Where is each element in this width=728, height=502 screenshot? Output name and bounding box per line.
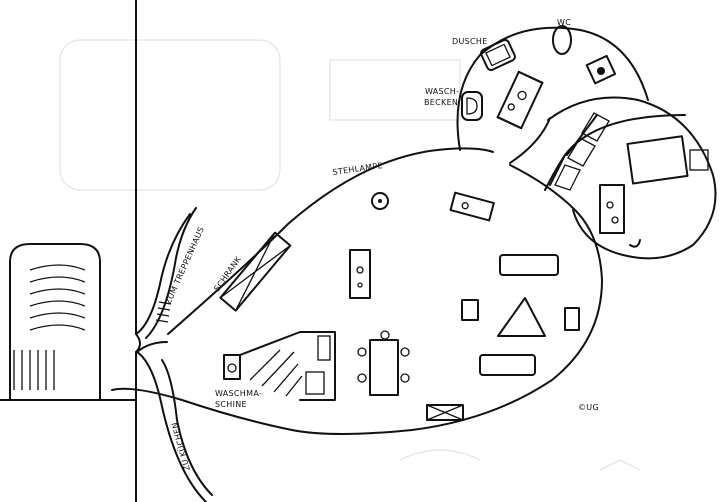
rug-bathroom-icon	[496, 70, 544, 130]
label-wardrobe: SCHRANK	[212, 254, 243, 293]
label-shower: DUSCHE	[452, 37, 488, 46]
armchair-left-icon	[461, 299, 479, 321]
label-washer-2: SCHINE	[215, 400, 247, 409]
tv-cabinet-icon	[426, 404, 464, 421]
bed-icon	[626, 135, 709, 185]
dining-table-icon	[357, 330, 410, 396]
kitchen-counter-icon	[239, 331, 336, 401]
rug-bedroom-icon	[599, 184, 625, 234]
appliance-dot-icon	[597, 67, 605, 75]
signature: ©UG	[578, 403, 599, 412]
floor-lamp-icon	[371, 192, 389, 210]
rug-hall-icon	[449, 191, 495, 222]
label-sink-1: WASCH-	[425, 87, 459, 96]
toilet-icon	[552, 25, 572, 55]
label-washer-1: WASCHMA-	[215, 389, 262, 398]
sofa-icon	[499, 254, 559, 276]
table-triangle-icon	[497, 297, 546, 337]
bathroom	[456, 26, 649, 164]
stairwell-box	[9, 243, 101, 401]
paths	[135, 207, 213, 502]
washing-machine-icon	[223, 354, 241, 380]
bedroom	[544, 96, 717, 260]
sofa-bottom-icon	[479, 354, 536, 376]
label-wc: WC	[557, 18, 571, 27]
bath-washing-appliance-icon	[585, 54, 617, 85]
label-sink-2: BECKEN	[424, 98, 458, 107]
nightstand-icon	[629, 239, 641, 248]
living-room	[111, 147, 603, 435]
sink-icon	[461, 91, 483, 121]
label-to-stairwell: ZUM TREPPENHAUS	[164, 226, 206, 306]
wardrobe-icon	[219, 231, 292, 312]
shower-icon	[480, 39, 516, 71]
armchair-right-icon	[564, 307, 580, 331]
labels: DUSCHE WC WASCH- BECKEN STEHLAMPE SCHRAN…	[164, 18, 599, 472]
background-traces	[59, 39, 641, 471]
closet-icon	[554, 112, 610, 191]
furniture	[219, 25, 709, 421]
rug-living-icon	[349, 249, 371, 299]
corridor-walls	[0, 0, 141, 502]
